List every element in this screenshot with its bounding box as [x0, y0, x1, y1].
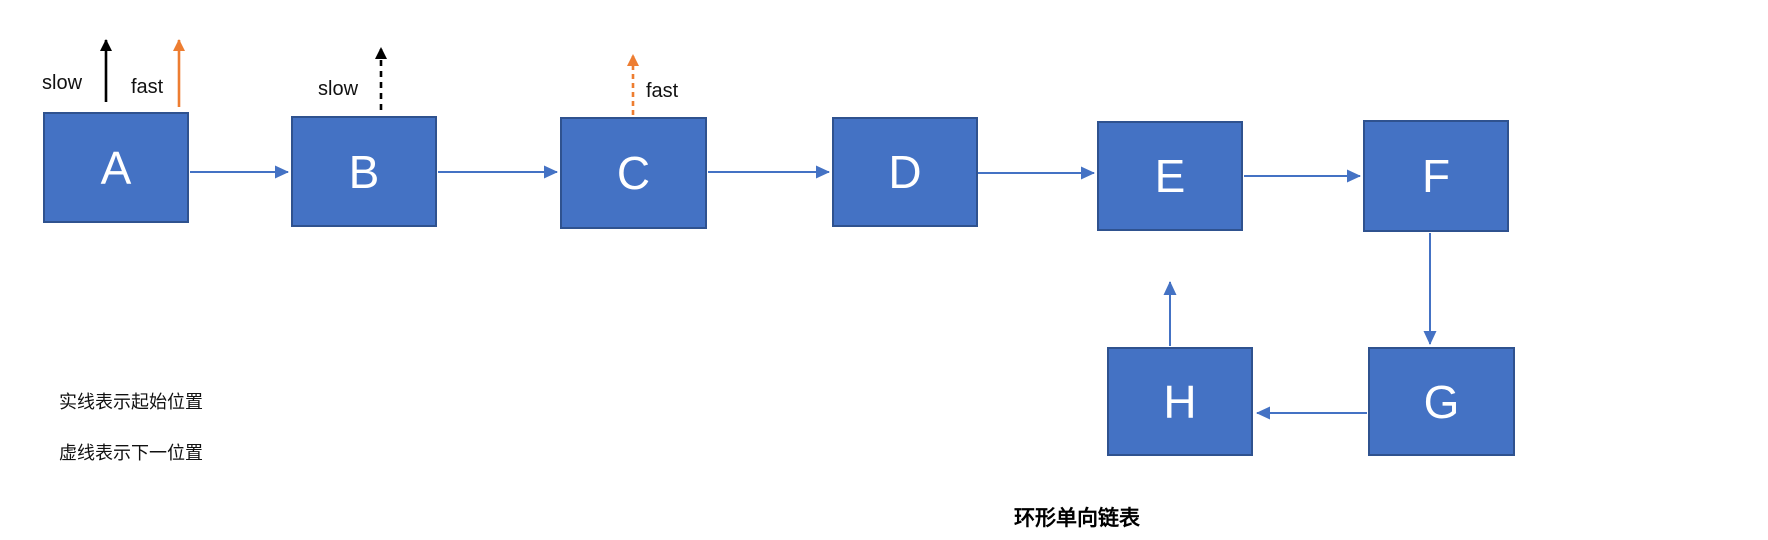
node-f: F: [1363, 120, 1509, 232]
node-g: G: [1368, 347, 1515, 456]
node-b: B: [291, 116, 437, 227]
node-d: D: [832, 117, 978, 227]
legend-solid-line-note: 实线表示起始位置: [59, 392, 203, 412]
slow-pointer-label-at-b: slow: [318, 78, 359, 100]
node-e: E: [1097, 121, 1243, 231]
legend-dashed-line-note: 虚线表示下一位置: [59, 443, 203, 463]
node-a: A: [43, 112, 189, 223]
fast-pointer-label-at-c: fast: [646, 80, 679, 102]
legend: 实线表示起始位置 虚线表示下一位置: [59, 388, 203, 465]
slow-pointer-label-at-a: slow: [42, 72, 83, 94]
node-h: H: [1107, 347, 1253, 456]
node-c: C: [560, 117, 707, 229]
diagram-caption: 环形单向链表: [1014, 507, 1140, 530]
fast-pointer-label-at-a: fast: [131, 76, 164, 98]
